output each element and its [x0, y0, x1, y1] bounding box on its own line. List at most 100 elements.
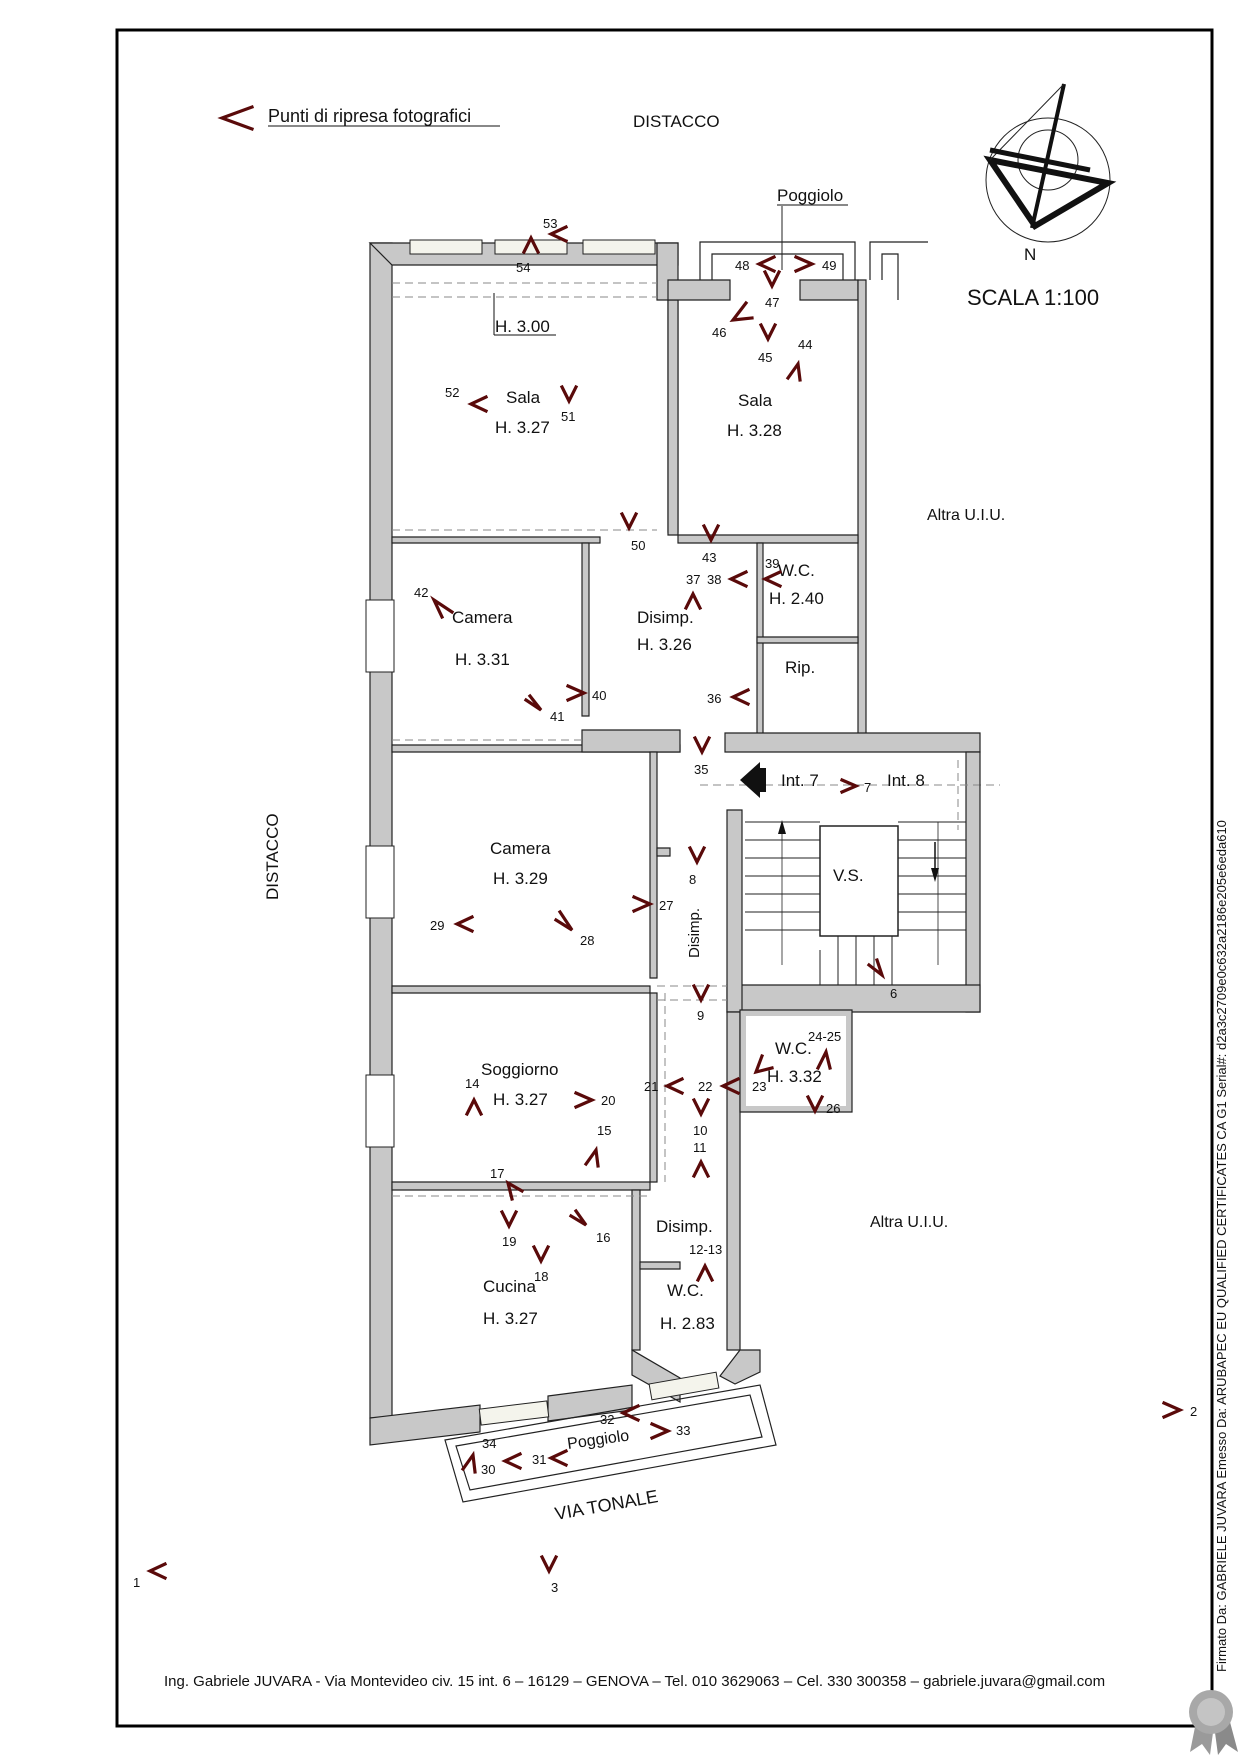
svg-text:28: 28	[580, 933, 594, 948]
room-sala-right-name: Sala	[738, 391, 773, 410]
wall-stub-1	[581, 729, 681, 753]
via-tonale-label: VIA TONALE	[553, 1486, 659, 1524]
legend-label: Punti di ripresa fotografici	[268, 106, 471, 126]
svg-text:23: 23	[752, 1079, 766, 1094]
compass-icon	[983, 83, 1117, 243]
disimp-wc-divider	[639, 1261, 681, 1270]
svg-text:14: 14	[465, 1076, 479, 1091]
cucina-right-wall	[631, 1189, 641, 1351]
svg-text:3: 3	[551, 1580, 558, 1595]
svg-text:20: 20	[601, 1093, 615, 1108]
scale-label: SCALA 1:100	[967, 285, 1099, 310]
signature-text: Firmato Da: GABRIELE JUVARA Emesso Da: A…	[1214, 820, 1229, 1672]
room-wc3-name: W.C.	[667, 1281, 704, 1300]
room-wc3-height: H. 2.83	[660, 1314, 715, 1333]
room-wc2-height: H. 3.32	[767, 1067, 822, 1086]
room-camera2-height: H. 3.29	[493, 869, 548, 888]
legend-marker-icon	[217, 104, 255, 132]
svg-text:12-13: 12-13	[689, 1242, 722, 1257]
svg-text:38: 38	[707, 572, 721, 587]
int8-label: Int. 8	[887, 771, 925, 790]
svg-text:45: 45	[758, 350, 772, 365]
room-rip-name: Rip.	[785, 658, 815, 677]
svg-text:29: 29	[430, 918, 444, 933]
room-disimp1-name: Disimp.	[637, 608, 694, 627]
sheet-frame	[115, 28, 1214, 1728]
svg-text:36: 36	[707, 691, 721, 706]
svg-text:30: 30	[481, 1462, 495, 1477]
svg-text:19: 19	[502, 1234, 516, 1249]
room-cucina-name: Cucina	[483, 1277, 536, 1296]
window-left-2	[365, 845, 395, 919]
svg-text:41: 41	[550, 709, 564, 724]
landing-top-wall	[724, 732, 981, 753]
room-disimp2-name: Disimp.	[656, 1217, 713, 1236]
room-sala-left-height: H. 3.27	[495, 418, 550, 437]
room-wc1-height: H. 2.40	[769, 589, 824, 608]
altra-uiu-1-label: Altra U.I.U.	[927, 507, 1005, 524]
room-camera1-height: H. 3.31	[455, 650, 510, 669]
svg-text:43: 43	[702, 550, 716, 565]
wall-soggiorno-cucina	[391, 1181, 651, 1191]
room-sala-right-height: H. 3.28	[727, 421, 782, 440]
distacco-top-label: DISTACCO	[633, 112, 720, 131]
window-top-1	[409, 239, 483, 255]
window-left-3	[365, 1074, 395, 1148]
svg-text:27: 27	[659, 898, 673, 913]
stair-bottom-wall	[726, 984, 981, 1013]
svg-text:8: 8	[689, 872, 696, 887]
svg-text:6: 6	[890, 986, 897, 1001]
top-balcony	[699, 241, 856, 280]
wall-camera2-soggiorno	[391, 985, 651, 994]
svg-text:51: 51	[561, 409, 575, 424]
room-cucina-height: H. 3.27	[483, 1309, 538, 1328]
svg-text:39: 39	[765, 556, 779, 571]
svg-text:16: 16	[596, 1230, 610, 1245]
svg-text:40: 40	[592, 688, 606, 703]
window-bottom-1	[478, 1400, 550, 1426]
svg-text:42: 42	[414, 585, 428, 600]
room-wc1-name: W.C.	[778, 561, 815, 580]
svg-text:1: 1	[133, 1575, 140, 1590]
svg-text:15: 15	[597, 1123, 611, 1138]
photo-markers: 1 2 3 6 7 8 9 10 11 12-13 14 15 16 17 18…	[133, 216, 1197, 1595]
room-sala-left-height-top: H. 3.00	[495, 317, 550, 336]
svg-text:24-25: 24-25	[808, 1029, 841, 1044]
window-top-3	[582, 239, 656, 255]
camera-right-wall	[581, 542, 590, 717]
svg-text:11: 11	[693, 1140, 707, 1155]
svg-text:7: 7	[864, 780, 871, 795]
svg-text:37: 37	[686, 572, 700, 587]
svg-text:31: 31	[532, 1452, 546, 1467]
bottom-wall-far	[719, 1349, 761, 1385]
svg-text:2: 2	[1190, 1404, 1197, 1419]
staircase	[745, 820, 966, 985]
window-top-2	[494, 239, 568, 255]
svg-text:54: 54	[516, 260, 530, 275]
room-camera1-name: Camera	[452, 608, 513, 627]
camera2-right-wall	[649, 751, 658, 979]
room-camera2-name: Camera	[490, 839, 551, 858]
soggiorno-right-wall	[649, 992, 658, 1183]
camera2-stub	[656, 847, 671, 857]
svg-text:50: 50	[631, 538, 645, 553]
svg-text:53: 53	[543, 216, 557, 231]
entrance-arrow-icon	[740, 762, 760, 798]
distacco-left-label: DISTACCO	[263, 813, 282, 900]
north-label: N	[1024, 245, 1036, 264]
right-wall-upper	[857, 279, 867, 746]
poggiolo-top-label: Poggiolo	[777, 186, 843, 205]
svg-text:33: 33	[676, 1423, 690, 1438]
svg-text:44: 44	[798, 337, 812, 352]
vs-label: V.S.	[833, 866, 864, 885]
outer-wall-left	[369, 242, 393, 1419]
right-sala-top-wall-2	[799, 279, 859, 301]
room-soggiorno-name: Soggiorno	[481, 1060, 559, 1079]
svg-text:52: 52	[445, 385, 459, 400]
right-sala-top-wall	[667, 279, 731, 301]
svg-text:26: 26	[826, 1101, 840, 1116]
room-wc2-name: W.C.	[775, 1039, 812, 1058]
footer-text: Ing. Gabriele JUVARA - Via Montevideo ci…	[164, 1673, 1105, 1690]
svg-text:21: 21	[644, 1079, 658, 1094]
window-left-1	[365, 599, 395, 673]
